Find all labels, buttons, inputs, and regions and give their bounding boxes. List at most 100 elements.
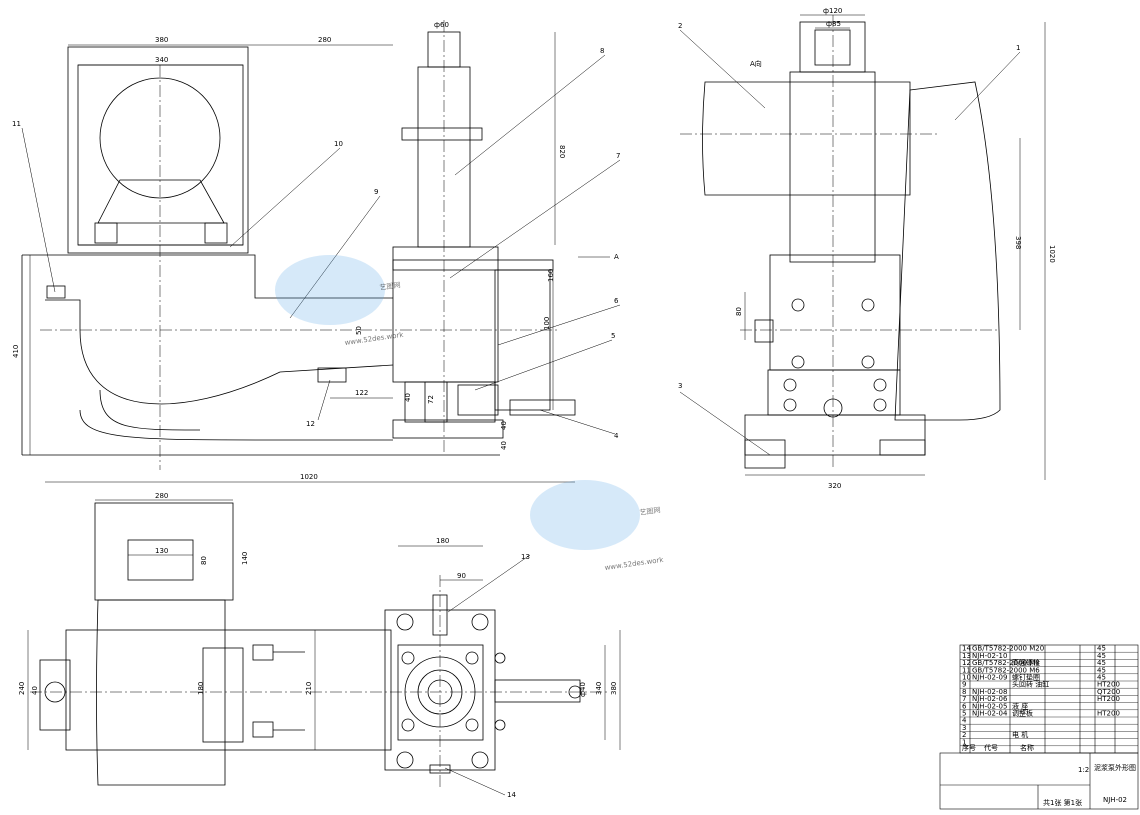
bom-row-lines bbox=[960, 652, 1138, 746]
bom-cell-code: NJH-02-08 bbox=[972, 688, 1007, 696]
view-label-a: A bbox=[614, 253, 619, 261]
dim-phi60: ф60 bbox=[434, 21, 449, 29]
bom-cell-no: 9 bbox=[962, 681, 966, 689]
watermark-url-2: www.52des.work bbox=[604, 556, 665, 572]
watermark-url-1: www.52des.work bbox=[344, 331, 405, 347]
bom-cell-no: 10 bbox=[962, 674, 971, 682]
part-13: 13 bbox=[521, 553, 530, 561]
dim-210: 210 bbox=[305, 682, 313, 695]
bom-cell-no: 8 bbox=[962, 688, 966, 696]
top-dim-text: 280 130 80 140 180 90 240 40 180 210 340… bbox=[18, 492, 618, 697]
dim-1020-side: 1020 bbox=[1048, 245, 1056, 263]
part-2: 2 bbox=[678, 22, 682, 30]
bom-cell-code: GB/T5782-2000 M6 bbox=[972, 666, 1040, 674]
bom-table bbox=[939, 644, 1139, 810]
bom-cell-code: GB/T5782-2000 M8 bbox=[972, 659, 1040, 667]
side-dim-text: ф120 ф85 398 1020 80 320 A向 A bbox=[614, 7, 1056, 490]
bom-cell-mat: QT200 bbox=[1097, 688, 1120, 696]
bom-cell-name: 螺钉垫圈 bbox=[1012, 673, 1040, 682]
bom-header-no: 序号 bbox=[962, 743, 976, 752]
part-14: 14 bbox=[507, 791, 516, 799]
side-view bbox=[679, 14, 1046, 480]
dim-280: 280 bbox=[318, 36, 331, 44]
watermark-brand-1: 艺图网 bbox=[379, 281, 401, 292]
bom-cell-code: NJH-02-05 bbox=[972, 702, 1007, 710]
bom-cell-no: 3 bbox=[962, 724, 966, 732]
bom-cell-name: 液 座 bbox=[1012, 701, 1028, 710]
part-8: 8 bbox=[600, 47, 604, 55]
dim-340: 340 bbox=[155, 56, 168, 64]
bom-cell-name: 头回转 油缸 bbox=[1012, 680, 1049, 689]
dim-phi40: ф40 bbox=[579, 682, 587, 697]
part-9: 9 bbox=[374, 188, 378, 196]
sheet-text: 共1张 第1张 bbox=[1043, 798, 1082, 807]
dim-180-top: 180 bbox=[436, 537, 449, 545]
part-1: 1 bbox=[1016, 44, 1020, 52]
bom-cell-no: 4 bbox=[962, 717, 967, 725]
part-labels: 1 2 3 4 5 6 7 8 9 10 11 12 13 14 bbox=[12, 22, 1020, 799]
dim-380: 380 bbox=[155, 36, 168, 44]
bom-cell-no: 13 bbox=[962, 652, 971, 660]
part-11: 11 bbox=[12, 120, 21, 128]
dim-398: 398 bbox=[1014, 236, 1022, 249]
bom-cell-code: NJH-02-06 bbox=[972, 695, 1008, 703]
scale-text: 1:2 bbox=[1078, 766, 1089, 774]
drawing-no: NJH-02 bbox=[1103, 796, 1127, 804]
dim-130: 130 bbox=[155, 547, 168, 555]
part-6: 6 bbox=[614, 297, 619, 305]
bom-cell-mat: HT200 bbox=[1097, 695, 1120, 703]
dim-280-top: 280 bbox=[155, 492, 168, 500]
top-view bbox=[27, 499, 621, 796]
dim-40a: 40 bbox=[404, 393, 412, 402]
view-dir-a: A向 bbox=[750, 59, 762, 68]
front-view bbox=[21, 20, 621, 483]
bom-cell-no: 11 bbox=[962, 666, 971, 674]
dim-180b: 180 bbox=[197, 682, 205, 695]
dim-160: 160 bbox=[547, 269, 555, 282]
bom-cell-mat: 45 bbox=[1097, 674, 1106, 682]
bom-header-code: 代号 bbox=[984, 743, 998, 752]
bom-cell-no: 12 bbox=[962, 659, 971, 667]
bom-cell-no: 5 bbox=[962, 710, 966, 718]
front-dim-text: 380 280 340 ф60 820 410 1020 100 50 122 … bbox=[12, 21, 566, 481]
bom-cell-no: 14 bbox=[962, 645, 971, 653]
bom-cell-code: NJH-02-09 bbox=[972, 674, 1007, 682]
watermark-brand-2: 艺图网 bbox=[639, 506, 661, 517]
dim-820: 820 bbox=[558, 145, 566, 158]
bom-cell-no: 2 bbox=[962, 731, 966, 739]
part-10: 10 bbox=[334, 140, 343, 148]
bom-cell-mat: HT200 bbox=[1097, 681, 1120, 689]
dim-72: 72 bbox=[427, 395, 435, 404]
dim-phi85: ф85 bbox=[826, 20, 841, 28]
bom-header-name: 名称 bbox=[1020, 743, 1034, 752]
dim-90: 90 bbox=[457, 572, 466, 580]
bom-cell-no: 7 bbox=[962, 695, 966, 703]
bom-cell-mat: 45 bbox=[1097, 666, 1106, 674]
watermark-logo-1 bbox=[275, 255, 385, 325]
part-3: 3 bbox=[678, 382, 682, 390]
part-4: 4 bbox=[614, 432, 619, 440]
dim-122: 122 bbox=[355, 389, 368, 397]
bom-cell-mat: HT200 bbox=[1097, 710, 1120, 718]
title-text: 泥浆泵外形图 bbox=[1094, 763, 1136, 772]
bom-cell-no: 6 bbox=[962, 702, 967, 710]
dim-80-side: 80 bbox=[735, 307, 743, 316]
dim-40-top: 40 bbox=[31, 686, 39, 695]
dim-80-top: 80 bbox=[200, 556, 208, 565]
dim-140: 140 bbox=[241, 552, 249, 565]
dim-40b: 40 bbox=[500, 421, 508, 430]
dim-320: 320 bbox=[828, 482, 841, 490]
title-block: 泥浆泵外形图 NJH-02 1:2 共1张 第1张 bbox=[1043, 763, 1136, 807]
dim-phi120: ф120 bbox=[823, 7, 842, 15]
dim-380-top: 380 bbox=[610, 682, 618, 695]
part-7: 7 bbox=[616, 152, 620, 160]
bom-cell-mat: 45 bbox=[1097, 645, 1106, 653]
bom-cell-name: 高强螺栓 bbox=[1012, 658, 1040, 667]
bom-cell-code: NJH-02-10 bbox=[972, 652, 1007, 660]
dim-240: 240 bbox=[18, 682, 26, 695]
bom-cell-name: 调整板 bbox=[1012, 709, 1033, 718]
part-12: 12 bbox=[306, 420, 315, 428]
dim-340-top: 340 bbox=[595, 682, 603, 695]
